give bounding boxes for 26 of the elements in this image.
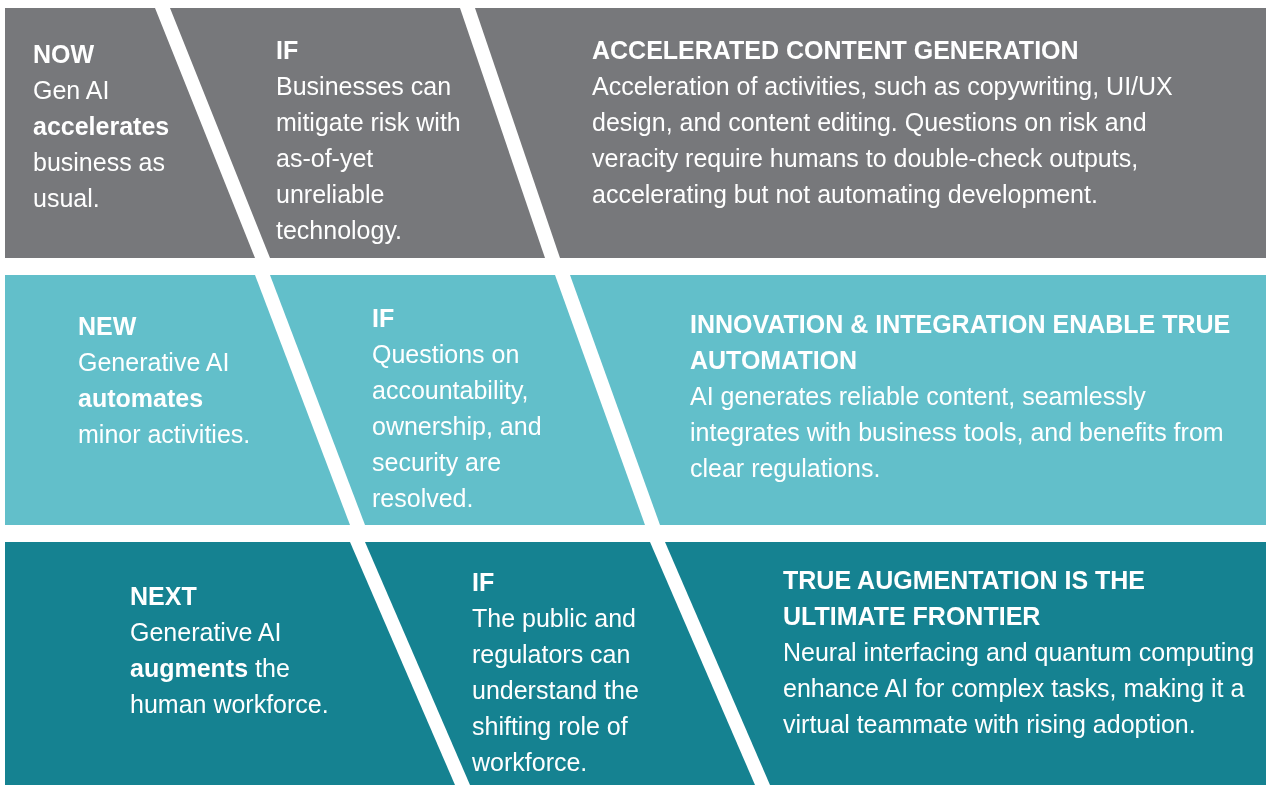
slanted-panel — [270, 275, 645, 525]
slanted-panel — [5, 542, 455, 785]
panel-text: Gen AI accelerates business as usual. — [33, 75, 171, 214]
panel-text: Businesses can mitigate risk with as-of-yet unreliable technology. — [276, 71, 462, 246]
panel-text: Acceleration of activities, such as copywriting, UI/UX design, and content editing. Questions on risk and veracity require humans to double-check outputs, accelerating but not automating development. — [592, 71, 1174, 210]
panel-heading: TRUE AUGMENTATION IS THE ULTIMATE FRONTIER — [783, 565, 1147, 632]
panel-text: Questions on accountability, ownership, and security are resolved. — [372, 339, 543, 514]
slanted-panel — [365, 542, 755, 785]
panel-text: AI generates reliable content, seamlessly integrates with business tools, and benefits from clear regulations. — [690, 381, 1225, 484]
slanted-panel — [5, 8, 255, 258]
panel-heading: IF — [472, 567, 496, 598]
panel-heading: IF — [276, 35, 300, 66]
slanted-panel — [170, 8, 545, 258]
slanted-panel — [570, 275, 1266, 525]
panel-heading: NOW — [33, 39, 96, 70]
panel-text: Generative AI augments the human workforce. — [130, 617, 330, 720]
panel-text: Generative AI automates minor activities. — [78, 347, 252, 450]
panel-heading: NEXT — [130, 581, 198, 612]
panel-heading: INNOVATION & INTEGRATION ENABLE TRUE AUTOMATION — [690, 309, 1232, 376]
panel-heading: IF — [372, 303, 396, 334]
slanted-panel — [5, 275, 350, 525]
slanted-panel — [665, 542, 1266, 785]
panel-heading: NEW — [78, 311, 138, 342]
panel-heading: ACCELERATED CONTENT GENERATION — [592, 35, 1080, 66]
panel-text: Neural interfacing and quantum computing enhance AI for complex tasks, making it a virtual teammate with rising adoption. — [783, 637, 1256, 740]
panel-text: The public and regulators can understand the shifting role of workforce. — [472, 603, 640, 778]
